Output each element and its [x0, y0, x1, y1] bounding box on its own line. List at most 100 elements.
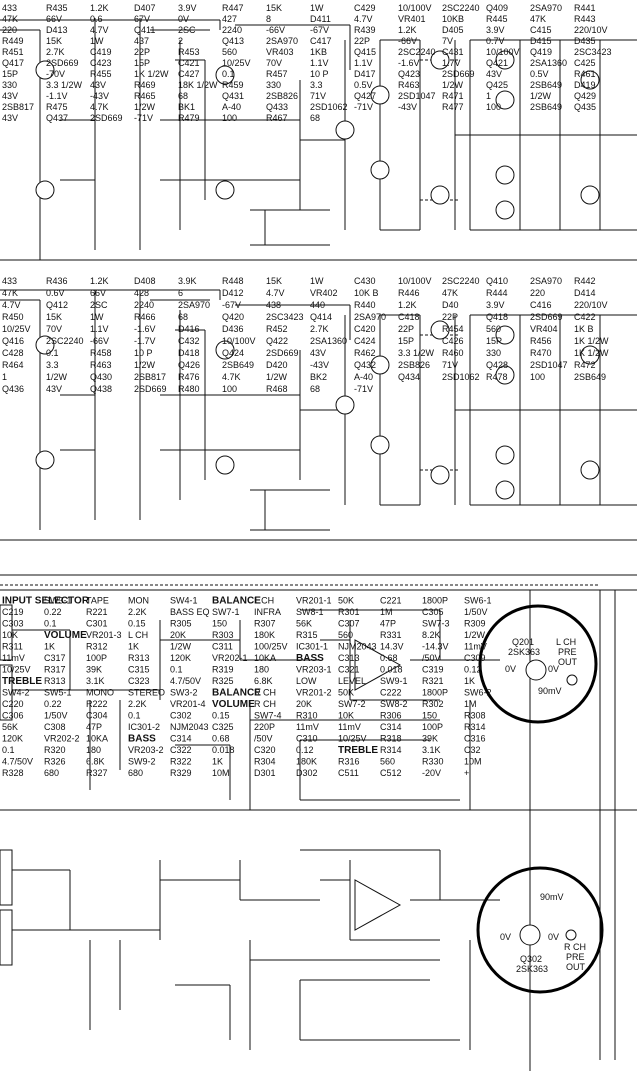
component-label: VOLUME	[44, 630, 87, 641]
component-label: 440	[310, 300, 325, 310]
component-label: R308	[464, 711, 486, 721]
component-label: 10/100V	[486, 47, 520, 57]
component-label: C421	[178, 58, 200, 68]
component-label: 2SC	[90, 300, 108, 310]
component-label: Q421	[486, 58, 508, 68]
component-label: Q438	[90, 384, 112, 394]
component-label: R CH	[254, 688, 276, 698]
component-label: -43V	[90, 91, 109, 101]
component-label: 15P	[486, 336, 502, 346]
component-label: R454	[442, 324, 464, 334]
component-label: R465	[134, 91, 156, 101]
component-label: 10KB	[442, 14, 464, 24]
component-label: 428	[134, 288, 149, 298]
component-label: 3.1K	[86, 676, 105, 686]
component-label: Q436	[2, 384, 24, 394]
component-label: R316	[338, 757, 360, 767]
component-label: 1K	[128, 642, 139, 652]
component-label: MONO	[86, 688, 114, 698]
component-label: 67V	[134, 14, 150, 24]
component-label: D408	[134, 276, 156, 286]
component-label: 10K	[2, 630, 18, 640]
component-label: R313	[128, 653, 150, 663]
component-label: 2SA970	[354, 312, 386, 322]
component-label: 150	[212, 619, 227, 629]
component-label: 1/2W	[266, 372, 288, 382]
component-label: 330	[2, 80, 17, 90]
component-label: C415	[530, 25, 552, 35]
component-label: 2SB826	[266, 91, 298, 101]
component-label: 100	[222, 384, 237, 394]
component-label: R463	[90, 360, 112, 370]
component-label: Q414	[310, 312, 332, 322]
component-label: R317	[44, 665, 66, 675]
component-label: R330	[422, 757, 444, 767]
component-label: C219	[2, 607, 24, 617]
component-label: D418	[178, 348, 200, 358]
component-label: 180	[254, 665, 269, 675]
component-label: R453	[178, 47, 200, 57]
component-label: D420	[266, 360, 288, 370]
transistor-symbols-lower	[35, 320, 600, 500]
component-label: 0.12	[464, 665, 482, 675]
q302-mv: 90mV	[540, 892, 564, 902]
component-label: C305	[422, 607, 444, 617]
component-label: 0V	[178, 14, 189, 24]
component-label: 2SC2240	[442, 276, 480, 286]
component-label: 220P	[254, 722, 275, 732]
component-label: 1800P	[422, 596, 448, 606]
component-label: 1/2W	[134, 102, 156, 112]
component-label: -66V	[266, 25, 285, 35]
component-label: R479	[178, 113, 200, 123]
q201-type: 2SK363	[508, 647, 540, 657]
component-label: +	[464, 768, 469, 778]
component-label: C303	[2, 619, 24, 629]
component-label: 11mV	[296, 722, 319, 732]
lch-label: L CH	[556, 637, 576, 647]
component-label: 0.22	[44, 699, 62, 709]
component-label: C512	[380, 768, 402, 778]
component-label: 22P	[442, 312, 458, 322]
component-label: 43V	[486, 69, 502, 79]
component-label: C320	[254, 745, 276, 755]
component-label: 10M	[212, 768, 230, 778]
component-label: 1	[486, 91, 491, 101]
component-label: R303	[212, 630, 234, 640]
component-label: R331	[380, 630, 402, 640]
component-label: 10/100V	[222, 336, 256, 346]
component-label: 15P	[2, 69, 18, 79]
component-label: 10 P	[310, 69, 329, 79]
component-label: -1.6V	[134, 324, 156, 334]
component-label: 1K 1/2W	[574, 348, 609, 358]
component-label: 20K	[296, 699, 312, 709]
component-label: BK1	[178, 102, 195, 112]
component-label: D301	[254, 768, 276, 778]
component-label: C428	[2, 348, 24, 358]
component-label: INFRA	[254, 607, 281, 617]
component-label: VR403	[266, 47, 294, 57]
component-label: R221	[86, 607, 108, 617]
component-label: C423	[90, 58, 112, 68]
q302-label: Q302	[520, 954, 542, 964]
component-label: 1.2K	[398, 300, 417, 310]
component-label: 2SD669	[134, 384, 167, 394]
component-label: R311	[2, 642, 23, 652]
component-label: R476	[178, 372, 200, 382]
component-label: 4.7V	[266, 288, 285, 298]
component-label: R301	[338, 607, 360, 617]
component-label: Q425	[486, 80, 508, 90]
component-label: 1/2W	[134, 360, 156, 370]
component-label: 560	[222, 47, 237, 57]
component-label: 47K	[530, 14, 546, 24]
component-label: NJM2043	[170, 722, 209, 732]
component-label: 1K	[212, 757, 223, 767]
component-label: R462	[354, 348, 376, 358]
component-label: C430	[354, 276, 376, 286]
component-label: 1/2W	[464, 630, 486, 640]
component-label: 1KB	[310, 47, 327, 57]
opamp-ic301-1-symbol	[354, 639, 402, 691]
component-label: 560	[338, 630, 353, 640]
component-label: C307	[338, 619, 360, 629]
component-label: R309	[464, 619, 486, 629]
